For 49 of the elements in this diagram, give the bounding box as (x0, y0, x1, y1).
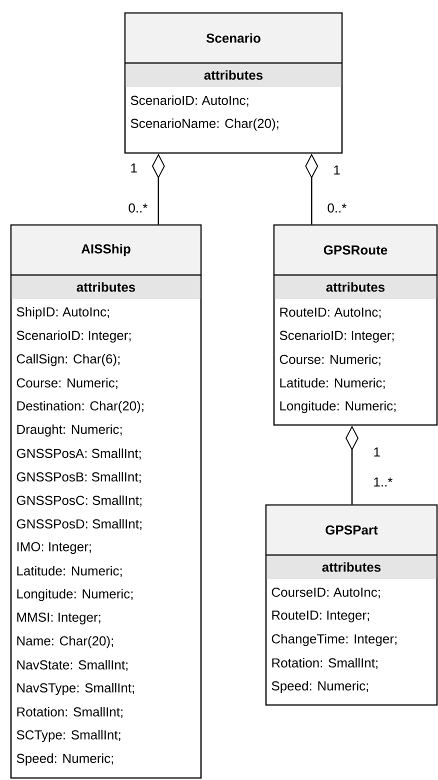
attribute-text: GNSSPosD: SmallInt; (16, 518, 142, 530)
attribute-text: Longitude: Numeric; (17, 588, 133, 602)
attribute-text: ScenarioID: Integer; (280, 330, 394, 343)
attribute-text: Longitude: Numeric; (280, 400, 396, 414)
attribute-text: CourseID: AutoInc; (272, 588, 380, 598)
section-heading: attributes (76, 282, 136, 292)
attribute-text: Course: Numeric; (16, 378, 118, 390)
section-heading: attributes (322, 562, 381, 572)
multiplicity-label: 0..* (328, 203, 347, 213)
attribute-text: Latitude: Numeric; (280, 378, 385, 390)
attribute-text: Rotation: SmallInt; (17, 706, 122, 718)
class-name: AISShip (81, 244, 130, 256)
class-box (265, 504, 438, 706)
attribute-text: NavState: SmallInt; (17, 660, 128, 672)
attribute-text: Speed: Numeric; (16, 753, 114, 766)
attribute-text: GNSSPosC: SmallInt; (16, 495, 142, 507)
attribute-text: ScenarioID: AutoInc; (130, 95, 248, 107)
class-box (124, 12, 343, 154)
section-heading: attributes (204, 70, 263, 80)
attribute-text: Rotation: SmallInt; (272, 658, 378, 670)
multiplicity-label: 1..* (374, 478, 392, 486)
section-heading: attributes (326, 282, 385, 292)
attribute-text: Speed: Numeric; (272, 680, 368, 694)
multiplicity-label: 1 (374, 448, 380, 456)
attribute-text: GNSSPosA: SmallInt; (16, 448, 141, 460)
attribute-text: SCType: SmallInt; (16, 730, 120, 742)
attribute-text: GNSSPosB: SmallInt; (16, 472, 141, 484)
attribute-text: NavSType: SmallInt; (17, 682, 134, 696)
class-box (273, 224, 438, 426)
attribute-text: Course: Numeric; (280, 354, 380, 366)
class-name: GPSPart (326, 525, 378, 535)
class-name: GPSRoute (324, 245, 388, 255)
attribute-text: IMO: Integer; (17, 542, 91, 554)
attribute-text: RouteID: AutoInc; (280, 308, 381, 318)
attribute-text: ChangeTime: Integer; (272, 634, 396, 646)
attribute-text: ScenarioID: Integer; (16, 330, 131, 343)
attribute-text: ScenarioName: Char(20); (130, 118, 278, 131)
attribute-text: Latitude: Numeric; (17, 566, 122, 578)
attribute-text: MMSI: Integer; (17, 612, 100, 624)
attribute-text: ShipID: AutoInc; (16, 306, 109, 320)
attribute-text: CallSign: Char(6); (16, 354, 120, 366)
class-box (10, 224, 202, 779)
class-name: Scenario (206, 33, 260, 43)
attribute-text: Name: Char(20); (17, 636, 114, 648)
attribute-text: Draught: Numeric; (17, 424, 122, 437)
multiplicity-label: 0..* (128, 203, 148, 213)
multiplicity-label: 1 (334, 166, 340, 174)
attribute-text: RouteID: Integer; (272, 610, 369, 622)
attribute-text: Destination: Char(20); (17, 400, 144, 414)
